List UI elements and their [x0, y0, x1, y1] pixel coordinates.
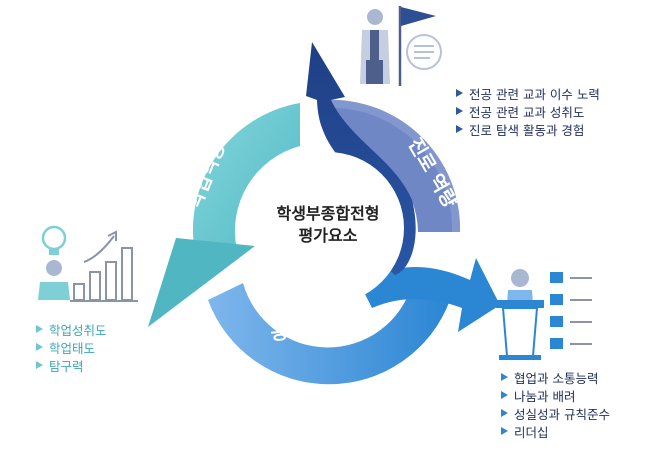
bullet-triangle-icon — [36, 325, 43, 333]
community-item-list: 협업과 소통능력 나눔과 배려 성실성과 규칙준수 리더십 — [501, 368, 610, 440]
bullet-triangle-icon — [501, 409, 508, 417]
academic-arc — [148, 103, 300, 327]
academic-item-list: 학업성취도 학업태도 탐구력 — [36, 320, 107, 374]
list-item: 전공 관련 교과 성취도 — [456, 102, 600, 120]
career-arc — [325, 99, 461, 232]
list-item: 학업태도 — [36, 338, 107, 356]
bullet-triangle-icon — [456, 107, 463, 115]
list-item: 탐구력 — [36, 356, 107, 374]
list-item: 진로 탐색 활동과 경험 — [456, 120, 600, 138]
bullet-triangle-icon — [501, 427, 508, 435]
podium-checklist-icon — [496, 269, 592, 360]
bullet-triangle-icon — [456, 125, 463, 133]
career-item-list: 전공 관련 교과 이수 노력 전공 관련 교과 성취도 진로 탐색 활동과 경험 — [456, 84, 600, 138]
bullet-triangle-icon — [36, 361, 43, 369]
bullet-triangle-icon — [501, 391, 508, 399]
list-item: 리더십 — [501, 422, 610, 440]
list-item: 학업성취도 — [36, 320, 107, 338]
center-title-line2: 평가요소 — [299, 226, 358, 245]
person-flag-icon — [360, 6, 442, 86]
bullet-triangle-icon — [501, 373, 508, 381]
list-item: 협업과 소통능력 — [501, 368, 610, 386]
bullet-triangle-icon — [456, 89, 463, 97]
list-item: 나눔과 배려 — [501, 386, 610, 404]
center-title-line1: 학생부종합전형 — [276, 204, 379, 223]
community-label: 공동체 역량 — [269, 313, 365, 345]
bullet-triangle-icon — [36, 343, 43, 351]
list-item: 전공 관련 교과 이수 노력 — [456, 84, 600, 102]
lightbulb-chart-icon — [38, 225, 138, 302]
center-circle — [252, 152, 404, 304]
community-arc — [208, 258, 500, 385]
list-item: 성실성과 규칙준수 — [501, 404, 610, 422]
